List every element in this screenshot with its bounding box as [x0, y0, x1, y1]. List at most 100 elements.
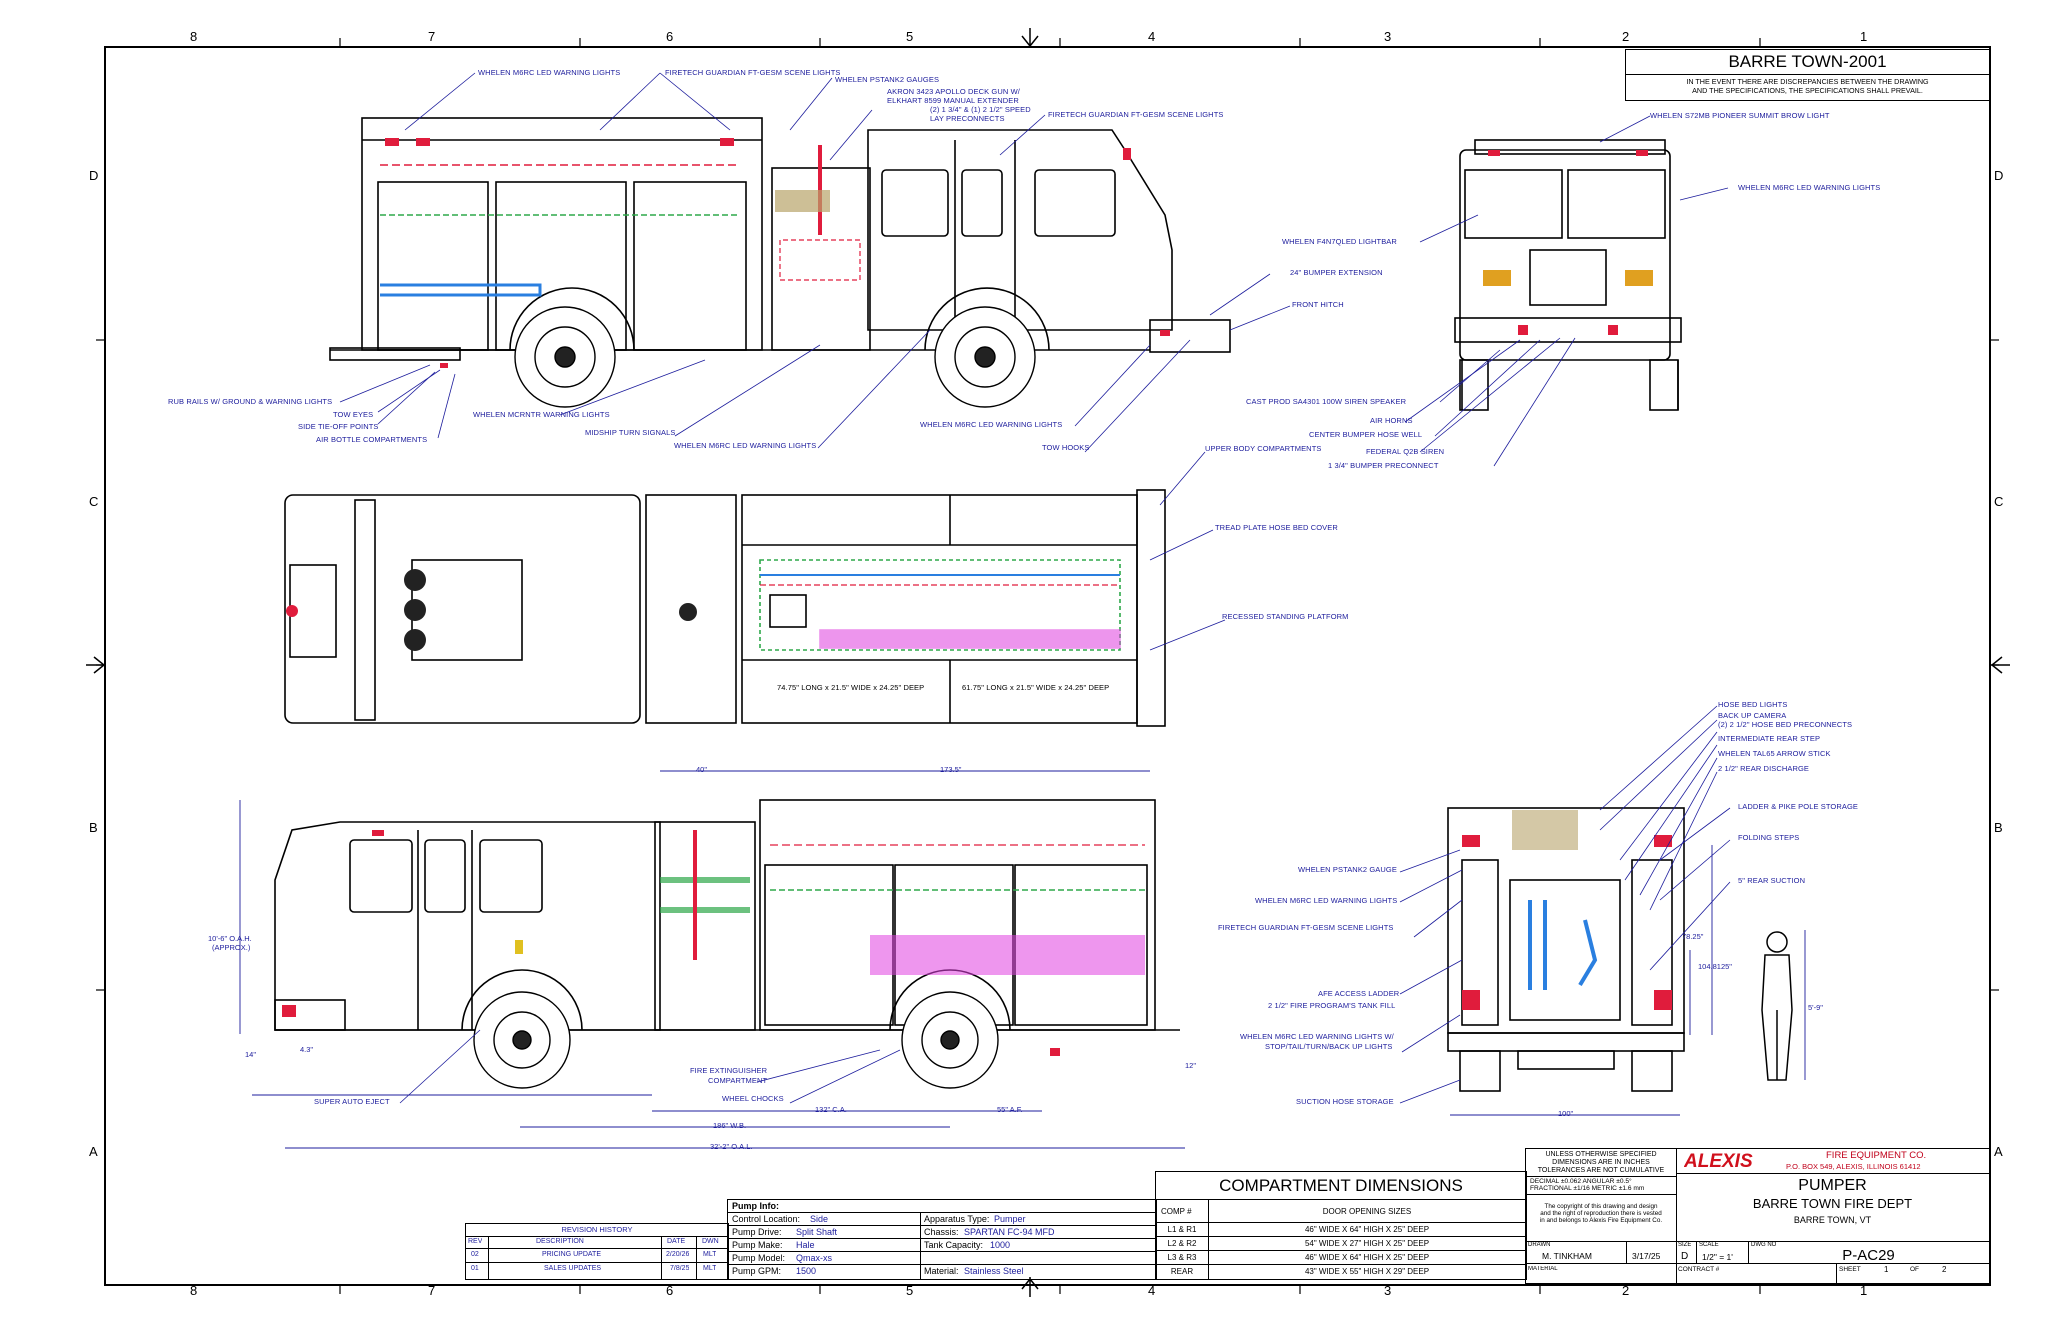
dwg-label: DWG NO [1751, 1242, 1777, 1248]
revision-col-dwn: DWN [702, 1238, 719, 1245]
drawing-title: PUMPER [1798, 1177, 1867, 1194]
dim-14: 14" [245, 1050, 257, 1059]
pump-info-value: 1500 [796, 1266, 817, 1276]
compartment-col-sizes: DOOR OPENING SIZES [1322, 1207, 1412, 1216]
revision-row-desc: PRICING UPDATE [542, 1251, 601, 1258]
callout-top: TREAD PLATE HOSE BED COVER [1215, 523, 1338, 532]
pump-info-key: Tank Capacity: [924, 1240, 984, 1250]
copyright-line-1: The copyright of this drawing and design [1544, 1203, 1658, 1210]
callout-front: AIR HORNS [1370, 416, 1413, 425]
project-header-box: BARRE TOWN-2001 IN THE EVENT THERE ARE D… [1625, 49, 1990, 101]
gauge-panel [775, 190, 830, 212]
zone-col-3-top: 3 [1384, 29, 1392, 44]
callout-side: MIDSHIP TURN SIGNALS [585, 428, 676, 437]
callout-rear: INTERMEDIATE REAR STEP [1718, 734, 1821, 743]
compartment-heading: COMPARTMENT DIMENSIONS [1219, 1176, 1463, 1195]
discrepancy-note-2: AND THE SPECIFICATIONS, THE SPECIFICATIO… [1692, 86, 1923, 95]
pump-info-value: Stainless Steel [964, 1266, 1024, 1276]
callout-side: AKRON 3423 APOLLO DECK GUN W/ [887, 87, 1020, 96]
discrepancy-note-1: IN THE EVENT THERE ARE DISCREPANCIES BET… [1686, 77, 1929, 86]
revision-row-date: 2/20/26 [666, 1251, 690, 1258]
compartment-row-size: 46" WIDE X 64" HIGH X 25" DEEP [1304, 1253, 1430, 1262]
callout-rear: WHELEN M6RC LED WARNING LIGHTS [1255, 896, 1398, 905]
compartment-row-comp: REAR [1170, 1267, 1194, 1276]
callout-side: TOW EYES [333, 410, 374, 419]
pump-info-value: Split Shaft [796, 1227, 838, 1237]
title-block: UNLESS OTHERWISE SPECIFIED DIMENSIONS AR… [1525, 1148, 1990, 1284]
dim-5-9: 5'-9" [1808, 1003, 1823, 1012]
callout-front: 1 3/4" BUMPER PRECONNECT [1328, 461, 1439, 470]
of-label: OF [1910, 1266, 1920, 1273]
callout-rear: FOLDING STEPS [1738, 833, 1800, 842]
revision-col-desc: DESCRIPTION [536, 1238, 584, 1245]
rear-view [1447, 807, 1685, 1092]
callout-side-right: WHEEL CHOCKS [722, 1094, 784, 1103]
sheet-label: SHEET [1839, 1266, 1861, 1273]
callout-rear: SUCTION HOSE STORAGE [1296, 1097, 1394, 1106]
company-address: P.O. BOX 549, ALEXIS, ILLINOIS 61412 [1786, 1162, 1921, 1171]
left-side-wheels [514, 306, 1036, 408]
top-view [284, 489, 1166, 727]
callout-side: WHELEN M6RC LED WARNING LIGHTS [920, 420, 1063, 429]
callout-front: FEDERAL Q2B SIREN [1366, 447, 1445, 456]
dim-12: 12" [1185, 1061, 1197, 1070]
dim-104: 104.8125" [1698, 962, 1732, 971]
callout-side: RUB RAILS W/ GROUND & WARNING LIGHTS [168, 397, 333, 406]
dim-oal: 32'-2" O.A.L. [710, 1142, 753, 1151]
callout-side: WHELEN M6RC LED WARNING LIGHTS [674, 441, 817, 450]
sheet-number: 1 [1884, 1265, 1889, 1274]
revision-row-dwn: MLT [703, 1265, 717, 1272]
dim-width: 100" [1558, 1109, 1574, 1118]
front-view [1454, 139, 1682, 411]
rear-warning-lights [1462, 835, 1672, 1010]
callout-rear: HOSE BED LIGHTS [1718, 700, 1788, 709]
zone-col-4-top: 4 [1148, 29, 1156, 44]
zone-row-b-right: B [1994, 820, 2003, 835]
right-side-view [274, 799, 1180, 1031]
zone-row-a-right: A [1994, 1144, 2003, 1159]
callout-front: CENTER BUMPER HOSE WELL [1309, 430, 1423, 439]
zone-row-d-left: D [89, 168, 99, 183]
callout-side: 24" BUMPER EXTENSION [1290, 268, 1383, 277]
tolerance-line-3: TOLERANCES ARE NOT CUMULATIVE [1537, 1167, 1665, 1174]
pump-info-value: 1000 [990, 1240, 1011, 1250]
top-view-siren [286, 605, 298, 617]
zone-col-5-top: 5 [906, 29, 914, 44]
zone-row-b-left: B [89, 820, 98, 835]
pump-info-value: Hale [796, 1240, 815, 1250]
compartment-row-size: 43" WIDE X 55" HIGH X 29" DEEP [1304, 1267, 1430, 1276]
pump-info-heading: Pump Info: [732, 1201, 779, 1211]
callout-rear: WHELEN M6RC LED WARNING LIGHTS W/ [1240, 1032, 1394, 1041]
pump-info-key: Chassis: [924, 1227, 959, 1237]
revision-row-rev: 02 [471, 1251, 479, 1258]
callout-side: ELKHART 8599 MANUAL EXTENDER [887, 96, 1019, 105]
compartment-row-size: 46" WIDE X 64" HIGH X 25" DEEP [1304, 1225, 1430, 1234]
top-view-hosebed [759, 559, 1121, 651]
pump-info-key: Pump Make: [732, 1240, 783, 1250]
leader-lines [339, 72, 1731, 1104]
zone-row-c-right: C [1994, 494, 2004, 509]
callout-side: TOW HOOKS [1042, 443, 1090, 452]
material-label: MATERIAL [1528, 1266, 1558, 1272]
drawing-number: P-AC29 [1842, 1247, 1895, 1264]
compartment-dimensions-table: COMPARTMENT DIMENSIONS COMP # DOOR OPENI… [1155, 1171, 1527, 1280]
zone-col-7-top: 7 [428, 29, 436, 44]
drawn-by: M. TINKHAM [1542, 1251, 1592, 1261]
zone-col-8-bottom: 8 [190, 1283, 198, 1298]
brand-logo: ALEXIS [1684, 1151, 1753, 1172]
callout-rear: AFE ACCESS LADDER [1318, 989, 1400, 998]
callout-side-right: COMPARTMENT [708, 1076, 768, 1085]
dim-oah-approx: (APPROX.) [212, 943, 251, 952]
revision-col-date: DATE [667, 1238, 686, 1245]
copyright-line-2: and the right of reproduction there is v… [1540, 1210, 1662, 1217]
revision-row-rev: 01 [471, 1265, 479, 1272]
revision-history-table: REVISION HISTORY REV DESCRIPTION DATE DW… [465, 1223, 729, 1280]
callout-rear: WHELEN PSTANK2 GAUGE [1298, 865, 1397, 874]
sheet-border [104, 46, 1991, 1286]
callout-rear: 2 1/2" FIRE PROGRAM'S TANK FILL [1268, 1001, 1396, 1010]
compartment-row-size: 54" WIDE X 27" HIGH X 25" DEEP [1304, 1239, 1430, 1248]
callout-side: WHELEN M6RC LED WARNING LIGHTS [478, 68, 621, 77]
dim-78: 78.25" [1682, 932, 1704, 941]
drawn-date: 3/17/25 [1632, 1251, 1661, 1261]
callout-rear: 2 1/2" REAR DISCHARGE [1718, 764, 1810, 773]
